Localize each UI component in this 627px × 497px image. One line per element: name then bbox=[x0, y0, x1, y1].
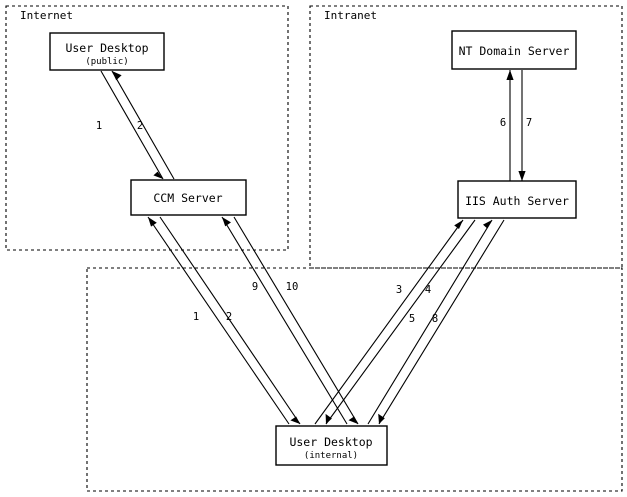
node-label-user-desktop-public: User Desktop bbox=[65, 41, 148, 55]
node-label-iis-auth-server: IIS Auth Server bbox=[465, 194, 569, 208]
arrow-head-1-at-ccm bbox=[153, 171, 163, 179]
node-label-user-desktop-internal: User Desktop bbox=[289, 435, 372, 449]
node-box-user-desktop-public[interactable] bbox=[49, 32, 165, 71]
step-label-1-internal: 1 bbox=[193, 311, 199, 323]
arrow-head-5-at-iis bbox=[483, 220, 492, 229]
zone-label-intranet: Intranet bbox=[324, 9, 377, 22]
zone-internet-boundary bbox=[5, 5, 289, 251]
step-label-5: 5 bbox=[409, 313, 415, 325]
step-label-2-internal: 2 bbox=[226, 311, 232, 323]
arrow-head-8-at-internal bbox=[378, 413, 385, 424]
arrow-head-9-at-ccm bbox=[222, 217, 231, 227]
step-label-3: 3 bbox=[396, 284, 402, 296]
node-box-ccm-server[interactable] bbox=[130, 179, 247, 216]
flow-line-10-ccm-to-internal bbox=[233, 216, 359, 425]
node-iis-auth-server[interactable]: IIS Auth Server bbox=[457, 180, 577, 219]
step-label-2-public: 2 bbox=[137, 120, 143, 132]
arrow-head-10-at-internal bbox=[348, 416, 358, 424]
step-label-7: 7 bbox=[526, 117, 532, 129]
flow-line-8-iis-to-internal bbox=[378, 219, 505, 425]
node-sublabel-user-desktop-internal: (internal) bbox=[304, 451, 358, 461]
flow-group-public-desktop-ccm bbox=[100, 70, 175, 180]
flow-line-2-ccm-to-internal bbox=[159, 216, 301, 425]
node-ccm-server[interactable]: CCM Server bbox=[130, 179, 247, 216]
flow-group-iis-nt-domain bbox=[506, 70, 526, 181]
flow-group-internal-desktop-iis-first bbox=[314, 219, 476, 425]
step-label-8: 8 bbox=[432, 313, 438, 325]
node-box-iis-auth-server[interactable] bbox=[457, 180, 577, 219]
zone-intranet-boundary bbox=[309, 5, 623, 269]
zone-internal-network-boundary bbox=[86, 267, 623, 492]
step-label-9: 9 bbox=[252, 281, 258, 293]
flow-line-1-public-to-ccm bbox=[100, 70, 164, 180]
step-label-10: 10 bbox=[286, 281, 299, 293]
flow-line-2-ccm-to-public bbox=[111, 70, 175, 180]
flow-line-9-internal-to-ccm bbox=[221, 216, 348, 425]
arrow-head-6-at-nt bbox=[506, 70, 514, 80]
arrow-head-4-at-internal bbox=[325, 413, 332, 424]
arrow-head-1-at-ccm-from-internal bbox=[148, 217, 157, 227]
arrow-head-7-at-iis bbox=[518, 171, 526, 181]
node-label-nt-domain-server: NT Domain Server bbox=[459, 44, 570, 58]
arrow-head-3-at-iis bbox=[454, 220, 463, 229]
node-label-ccm-server: CCM Server bbox=[153, 191, 222, 205]
node-box-user-desktop-internal[interactable] bbox=[275, 425, 388, 466]
flow-line-4-iis-to-internal bbox=[325, 219, 476, 425]
step-label-1-public: 1 bbox=[96, 120, 102, 132]
arrow-head-2-at-internal bbox=[290, 416, 300, 424]
node-nt-domain-server[interactable]: NT Domain Server bbox=[451, 30, 577, 70]
flow-group-internal-desktop-ccm-second bbox=[221, 216, 359, 425]
step-label-4: 4 bbox=[425, 284, 431, 296]
node-box-nt-domain-server[interactable] bbox=[451, 30, 577, 70]
arrow-head-2-at-public bbox=[112, 71, 122, 81]
flow-line-1-internal-to-ccm bbox=[147, 216, 290, 425]
zone-label-internet: Internet bbox=[20, 9, 73, 22]
node-user-desktop-internal[interactable]: User Desktop (internal) bbox=[275, 425, 388, 466]
flow-line-5-internal-to-iis bbox=[367, 219, 493, 425]
flow-line-3-internal-to-iis bbox=[314, 219, 464, 425]
flow-group-internal-desktop-ccm bbox=[147, 216, 301, 425]
node-sublabel-user-desktop-public: (public) bbox=[85, 57, 128, 67]
node-user-desktop-public[interactable]: User Desktop (public) bbox=[49, 32, 165, 71]
step-label-6: 6 bbox=[500, 117, 506, 129]
flow-group-internal-desktop-iis-second bbox=[367, 219, 505, 425]
